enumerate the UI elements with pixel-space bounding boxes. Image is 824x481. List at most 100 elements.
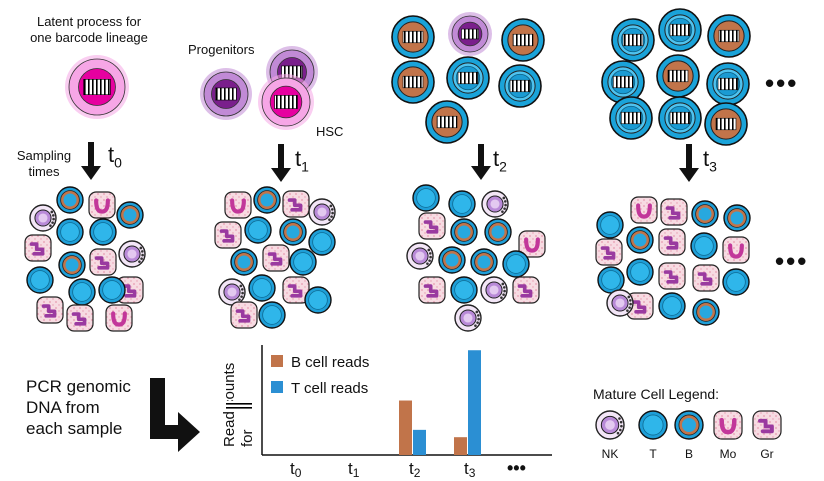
mature-cell-1-14-t — [304, 286, 332, 314]
mature-cell-3-13-gr — [692, 264, 720, 292]
mature-cell-0-9-b — [58, 251, 86, 279]
mature-cell-1-1-b — [253, 186, 281, 214]
mature-cell-2-10-t — [502, 250, 530, 278]
time-label-t3: t3 — [703, 146, 717, 175]
mature-cell-3-7-gr — [658, 228, 686, 256]
legend-cell-b — [674, 410, 704, 440]
lineage-cell-t2-3 — [391, 60, 435, 104]
pcr-line-2: DNA from — [26, 398, 100, 417]
mature-cell-2-7-nk — [406, 242, 434, 270]
mature-cell-2-15-nk — [454, 304, 482, 332]
progenitor-cell-1 — [200, 68, 252, 120]
mature-cell-0-14-t — [98, 276, 126, 304]
ellipsis-mature: ••• — [775, 246, 809, 276]
mature-cell-0-7-nk — [118, 240, 146, 268]
mature-cell-0-8-t — [26, 266, 54, 294]
mature-cell-2-9-b — [470, 248, 498, 276]
mature-cell-1-10-t — [289, 248, 317, 276]
mature-cell-2-13-nk — [480, 276, 508, 304]
lineage-cell-t3-4 — [656, 54, 700, 98]
legend-label-nk: NK — [601, 447, 619, 461]
legend-title: Mature Cell Legend: — [593, 386, 720, 402]
bar-t-t3 — [468, 350, 481, 455]
pcr-label: PCR genomic DNA from each sample — [26, 376, 131, 439]
mature-cell-3-5-gr — [595, 238, 623, 266]
ellipsis-top: ••• — [765, 68, 799, 98]
lineage-cell-t2-6 — [425, 100, 469, 144]
mature-cell-clusters — [24, 184, 751, 332]
mature-cell-3-18-nk — [606, 289, 634, 317]
pcr-arrow-icon — [150, 378, 200, 452]
legend-cell-t — [638, 410, 668, 440]
legend-label-t: T — [649, 447, 657, 461]
bar-b-t3 — [454, 437, 467, 455]
progenitor-cell-t2 — [448, 12, 492, 56]
legend-swatch-0 — [271, 355, 283, 367]
mature-cell-0-15-mo — [105, 304, 133, 332]
latent-process-label: Latent process for one barcode lineage — [14, 14, 164, 46]
mature-cell-2-11-gr — [418, 276, 446, 304]
mature-cell-1-4-gr — [214, 221, 242, 249]
mature-cell-2-0-t — [412, 184, 440, 212]
mature-cell-2-3-gr — [418, 212, 446, 240]
mature-cell-0-6-t — [89, 218, 117, 246]
x-tick-t2: t2 — [409, 459, 421, 480]
mature-cell-3-0-t — [596, 211, 624, 239]
mature-cell-0-5-t — [56, 218, 84, 246]
mature-cell-2-6-mo — [518, 230, 546, 258]
mature-cell-3-4-b — [723, 204, 751, 232]
mature-cell-3-11-t — [626, 258, 654, 286]
mature-cell-1-2-gr — [282, 190, 310, 218]
mature-cell-1-0-mo — [224, 191, 252, 219]
mature-cell-3-1-mo — [630, 196, 658, 224]
mature-cell-3-8-t — [690, 232, 718, 260]
legend-label-mo: Mo — [719, 447, 737, 461]
mature-cell-1-6-b — [279, 218, 307, 246]
y-axis-barcode-icon — [226, 401, 252, 411]
sampling-times-label: Sampling times — [4, 148, 84, 180]
mature-cell-0-16-gr — [66, 304, 94, 332]
sampling-arrow-1 — [271, 144, 291, 182]
mature-cell-2-14-gr — [512, 276, 540, 304]
mature-cell-2-5-b — [484, 218, 512, 246]
lineage-cell-t2-5 — [498, 64, 542, 108]
mature-cell-1-5-t — [244, 216, 272, 244]
mature-cell-1-8-b — [230, 248, 258, 276]
legend-cell-nk — [595, 410, 625, 440]
lineage-cell-t3-8 — [704, 102, 748, 146]
mature-cell-2-2-nk — [481, 190, 509, 218]
mature-cell-legend — [595, 410, 782, 440]
legend-swatch-1 — [271, 381, 283, 393]
mature-cell-2-8-b — [438, 246, 466, 274]
progenitors-label: Progenitors — [188, 42, 255, 57]
lineage-cell-t2-4 — [446, 56, 490, 100]
lineage-cell-t3-5 — [706, 62, 750, 106]
x-tick-t0: t0 — [290, 459, 302, 480]
lineage-cell-t2-2 — [501, 18, 545, 62]
mature-cell-3-10-t — [597, 266, 625, 294]
mature-cell-0-0-nk — [29, 204, 57, 232]
x-axis-ellipsis: ••• — [507, 458, 526, 478]
legend-cell-gr — [752, 410, 782, 440]
mature-cell-2-1-t — [448, 190, 476, 218]
x-tick-t1: t1 — [348, 459, 360, 480]
sampling-arrow-2 — [471, 144, 491, 180]
mature-cell-1-7-t — [308, 228, 336, 256]
bar-b-t2 — [399, 400, 412, 455]
hsc-cell-2 — [258, 74, 314, 130]
mature-cell-3-16-t — [658, 292, 686, 320]
time-label-t1: t1 — [295, 146, 309, 175]
mature-cell-0-3-b — [116, 201, 144, 229]
lineage-cell-t3-3 — [601, 60, 645, 104]
mature-cell-3-17-b — [692, 298, 720, 326]
legend-label-1: T cell reads — [291, 380, 368, 397]
mature-cell-0-10-gr — [89, 248, 117, 276]
mature-cell-2-4-b — [450, 218, 478, 246]
lineage-cell-t3-1 — [658, 8, 702, 52]
mature-cell-3-3-b — [691, 200, 719, 228]
pcr-line-1: PCR genomic — [26, 377, 131, 396]
mature-cell-1-9-gr — [262, 244, 290, 272]
legend-label-0: B cell reads — [291, 354, 369, 371]
